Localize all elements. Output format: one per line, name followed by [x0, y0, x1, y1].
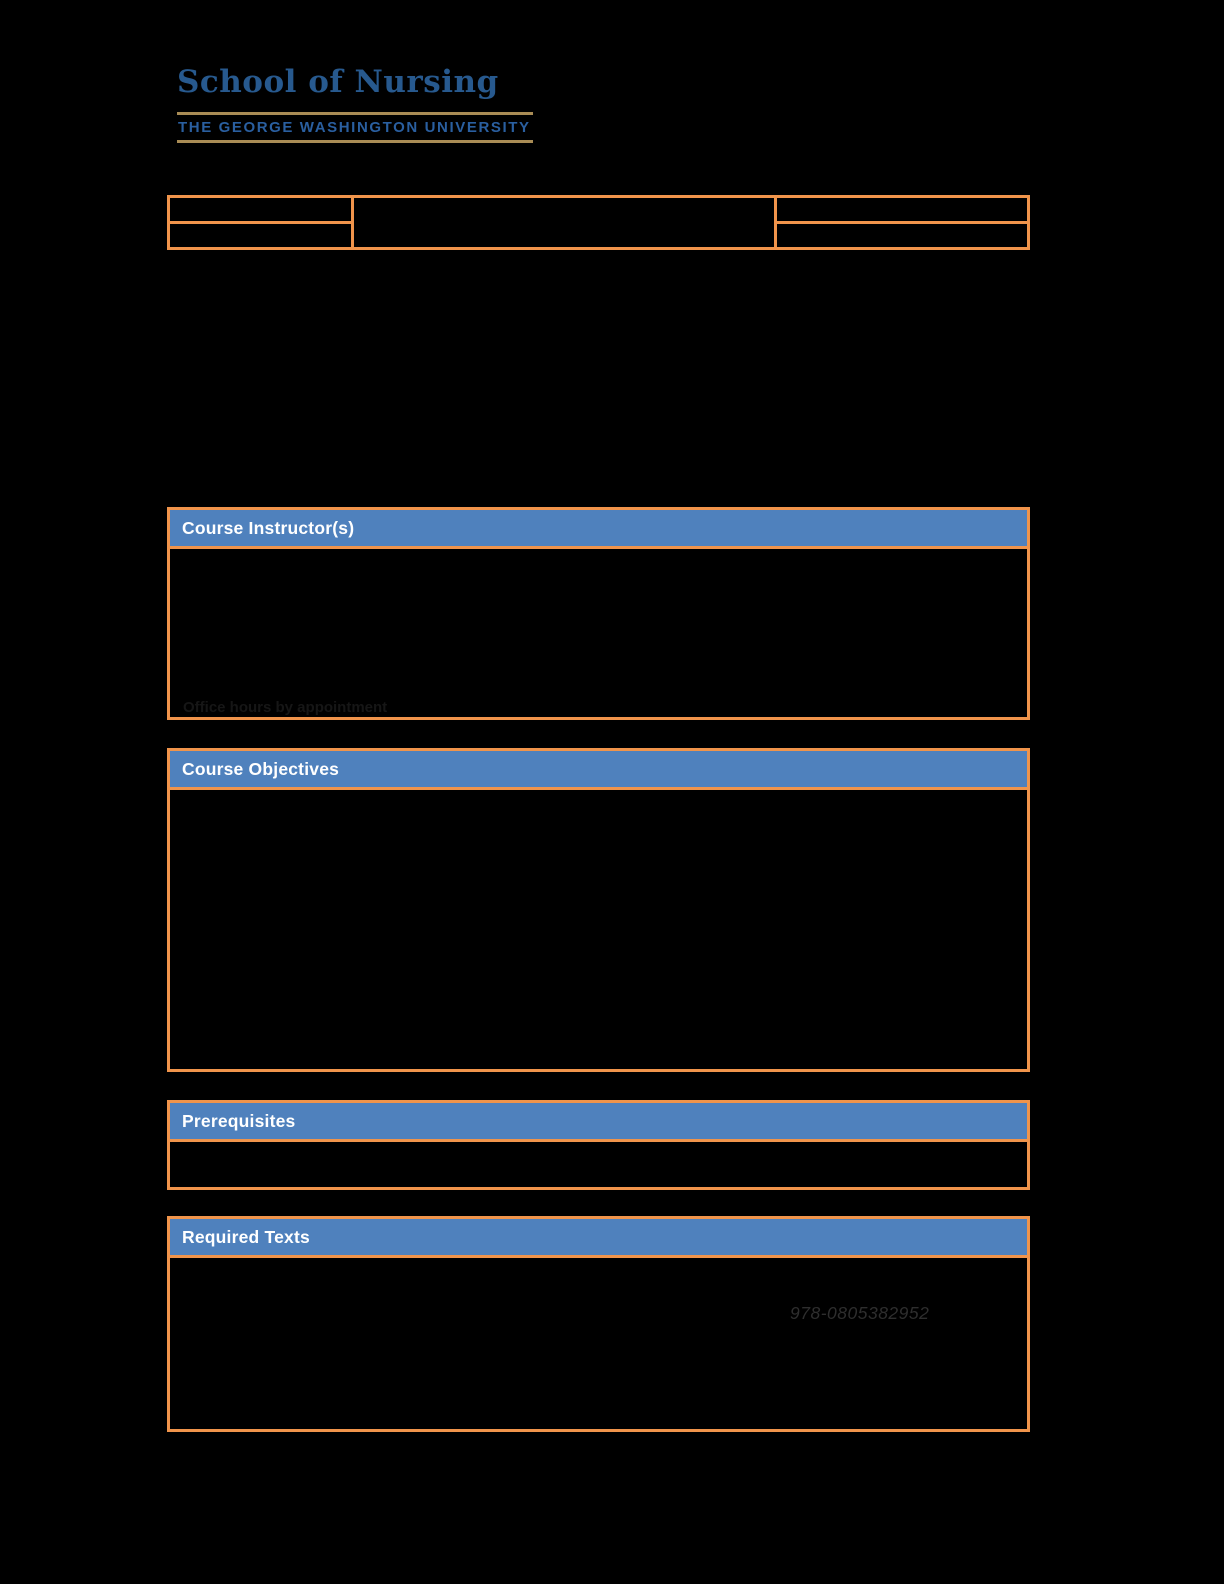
course-info-table — [167, 195, 1030, 250]
instructor-office-hours-note: Office hours by appointment — [183, 699, 388, 716]
course-info-col-right — [777, 198, 1027, 247]
university-logo: School of Nursing THE GEORGE WASHINGTON … — [177, 62, 533, 143]
section-title-course-instructors: Course Instructor(s) — [182, 517, 355, 538]
section-required-texts: Required Texts 978-0805382952 — [167, 1216, 1030, 1432]
logo-rule-top — [177, 111, 533, 115]
course-info-cell-right-top — [777, 198, 1027, 224]
logo-rule-bottom — [177, 139, 533, 143]
logo-school-name: School of Nursing — [177, 64, 499, 100]
course-info-cell-middle — [354, 198, 774, 247]
section-body-course-instructors: Office hours by appointment — [170, 549, 1027, 720]
section-header-prerequisites: Prerequisites — [170, 1103, 1027, 1142]
section-course-instructors: Course Instructor(s) Office hours by app… — [167, 507, 1030, 720]
course-info-cell-left-bottom — [170, 224, 351, 247]
section-title-prerequisites: Prerequisites — [182, 1110, 296, 1131]
section-course-objectives: Course Objectives — [167, 748, 1030, 1072]
section-header-required-texts: Required Texts — [170, 1219, 1027, 1258]
course-info-cell-left-top — [170, 198, 351, 224]
course-info-cell-right-bottom — [777, 224, 1027, 247]
section-body-prerequisites — [170, 1142, 1027, 1187]
section-title-required-texts: Required Texts — [182, 1226, 310, 1247]
course-info-col-middle — [354, 198, 777, 247]
course-info-col-left — [170, 198, 354, 247]
section-header-course-objectives: Course Objectives — [170, 751, 1027, 790]
section-prerequisites: Prerequisites — [167, 1100, 1030, 1190]
section-header-course-instructors: Course Instructor(s) — [170, 510, 1027, 549]
logo-university-name: THE GEORGE WASHINGTON UNIVERSITY — [178, 118, 531, 136]
section-body-required-texts: 978-0805382952 — [170, 1258, 1027, 1429]
required-text-isbn: 978-0805382952 — [790, 1303, 930, 1323]
section-title-course-objectives: Course Objectives — [182, 758, 340, 779]
section-body-course-objectives — [170, 790, 1027, 1072]
